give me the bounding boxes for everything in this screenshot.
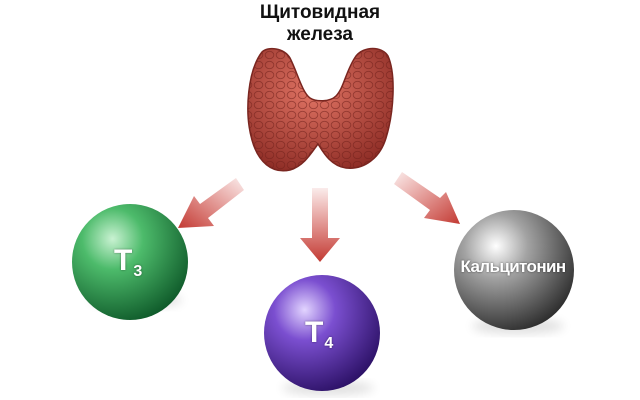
arrow-icon [178,178,244,228]
t3-sphere [72,204,188,320]
t3-label: T3 [114,244,143,280]
title-line-2: железа [287,24,353,45]
arrow-icon [300,188,340,262]
t4-label: T4 [305,316,334,352]
t4-sphere [264,275,380,391]
thyroid-gland-icon [247,47,394,172]
arrow-icon [394,172,460,224]
diagram-title: Щитовидная железа [200,2,440,46]
title-line-1: Щитовидная [259,2,381,23]
calcitonin-sphere [454,210,574,330]
calcitonin-label: Кальцитонин [460,257,566,276]
